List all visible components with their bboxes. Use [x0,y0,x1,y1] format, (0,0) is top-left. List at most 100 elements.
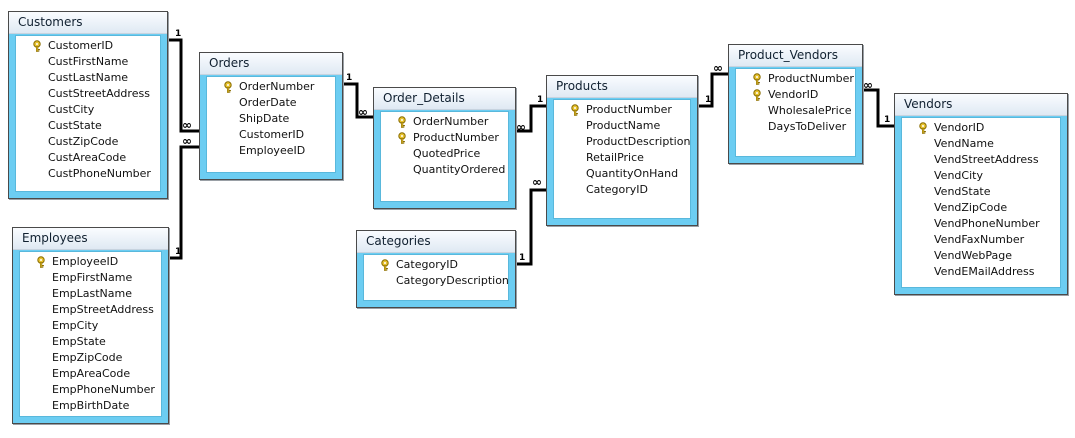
primary-key-field[interactable]: VendorID [902,120,1060,136]
field[interactable]: VendName [902,136,1060,152]
field[interactable]: CustStreetAddress [16,86,160,102]
field[interactable]: CustFirstName [16,54,160,70]
field[interactable]: VendStreetAddress [902,152,1060,168]
relationship-line[interactable] [861,88,894,128]
primary-key-field[interactable]: OrderNumber [207,79,335,95]
table-title[interactable]: Product_Vendors [729,45,862,67]
table-title[interactable]: Customers [9,12,167,34]
field[interactable]: CategoryDescription [364,273,508,289]
field-name: ProductDescription [586,135,691,148]
field[interactable]: VendPhoneNumber [902,216,1060,232]
key-icon [33,40,45,52]
field[interactable]: CustZipCode [16,134,160,150]
field[interactable]: QuantityOnHand [554,166,690,182]
field-name: EmpAreaCode [52,367,131,380]
field[interactable]: EmpBirthDate [20,398,161,414]
key-icon [398,132,410,144]
one-side-label: 1 [519,253,526,263]
field-name: VendZipCode [934,201,1008,214]
field[interactable]: VendZipCode [902,200,1060,216]
key-icon [37,256,49,268]
field[interactable]: CustPhoneNumber [16,166,160,182]
table-title[interactable]: Orders [200,53,342,75]
field[interactable]: CustLastName [16,70,160,86]
field-name: OrderNumber [413,115,489,128]
field[interactable]: QuotedPrice [381,146,508,162]
field-name: CustCity [48,103,95,116]
table-title[interactable]: Products [547,76,697,98]
field[interactable]: EmpState [20,334,161,350]
primary-key-field[interactable]: CustomerID [16,38,160,54]
field[interactable]: CustCity [16,102,160,118]
table-title[interactable]: Categories [357,231,515,253]
primary-key-field[interactable]: ProductNumber [381,130,508,146]
field-name: VendStreetAddress [934,153,1039,166]
relationship-line[interactable] [341,82,373,119]
field[interactable]: EmpFirstName [20,270,161,286]
primary-key-field[interactable]: OrderNumber [381,114,508,130]
field-name: EmpBirthDate [52,399,130,412]
relationship-line[interactable] [167,145,199,260]
field[interactable]: ShipDate [207,111,335,127]
field[interactable]: OrderDate [207,95,335,111]
field[interactable]: EmpLastName [20,286,161,302]
relationship-line[interactable] [514,188,546,266]
field[interactable]: CategoryID [554,182,690,198]
many-side-label: ∞ [182,134,192,148]
field[interactable]: ProductName [554,118,690,134]
field-name: EmpState [52,335,106,348]
field[interactable]: RetailPrice [554,150,690,166]
one-side-label: 1 [346,73,353,83]
relationship-line[interactable] [166,38,199,133]
primary-key-field[interactable]: CategoryID [364,257,508,273]
relationship-line[interactable] [696,72,728,108]
field[interactable]: EmployeeID [207,143,335,159]
field[interactable]: QuantityOrdered [381,162,508,178]
primary-key-field[interactable]: EmployeeID [20,254,161,270]
field[interactable]: DaysToDeliver [736,119,855,135]
field[interactable]: VendCity [902,168,1060,184]
field[interactable]: CustAreaCode [16,150,160,166]
field[interactable]: VendFaxNumber [902,232,1060,248]
key-icon [224,81,236,93]
field-name: CustomerID [48,39,114,52]
field-name: VendName [934,137,994,150]
relationship-line[interactable] [514,104,546,133]
field[interactable]: EmpZipCode [20,350,161,366]
field[interactable]: EmpStreetAddress [20,302,161,318]
field[interactable]: ProductDescription [554,134,690,150]
field[interactable]: VendState [902,184,1060,200]
table-title[interactable]: Employees [13,228,168,250]
primary-key-field[interactable]: ProductNumber [736,71,855,87]
table-title[interactable]: Order_Details [374,88,515,110]
field[interactable]: VendEMailAddress [902,264,1060,280]
table-title[interactable]: Vendors [895,94,1067,116]
primary-key-field[interactable]: ProductNumber [554,102,690,118]
field-name: CategoryID [586,183,648,196]
field-name: EmpStreetAddress [52,303,154,316]
field-name: EmpPhoneNumber [52,383,155,396]
field[interactable]: EmpPhoneNumber [20,382,161,398]
field[interactable]: CustomerID [207,127,335,143]
field-name: RetailPrice [586,151,644,164]
field[interactable]: VendWebPage [902,248,1060,264]
field[interactable]: EmpCity [20,318,161,334]
field[interactable]: WholesalePrice [736,103,855,119]
field-name: DaysToDeliver [768,120,847,133]
field[interactable]: CustState [16,118,160,134]
field-name: VendWebPage [934,249,1013,262]
field[interactable]: EmpAreaCode [20,366,161,382]
primary-key-field[interactable]: VendorID [736,87,855,103]
